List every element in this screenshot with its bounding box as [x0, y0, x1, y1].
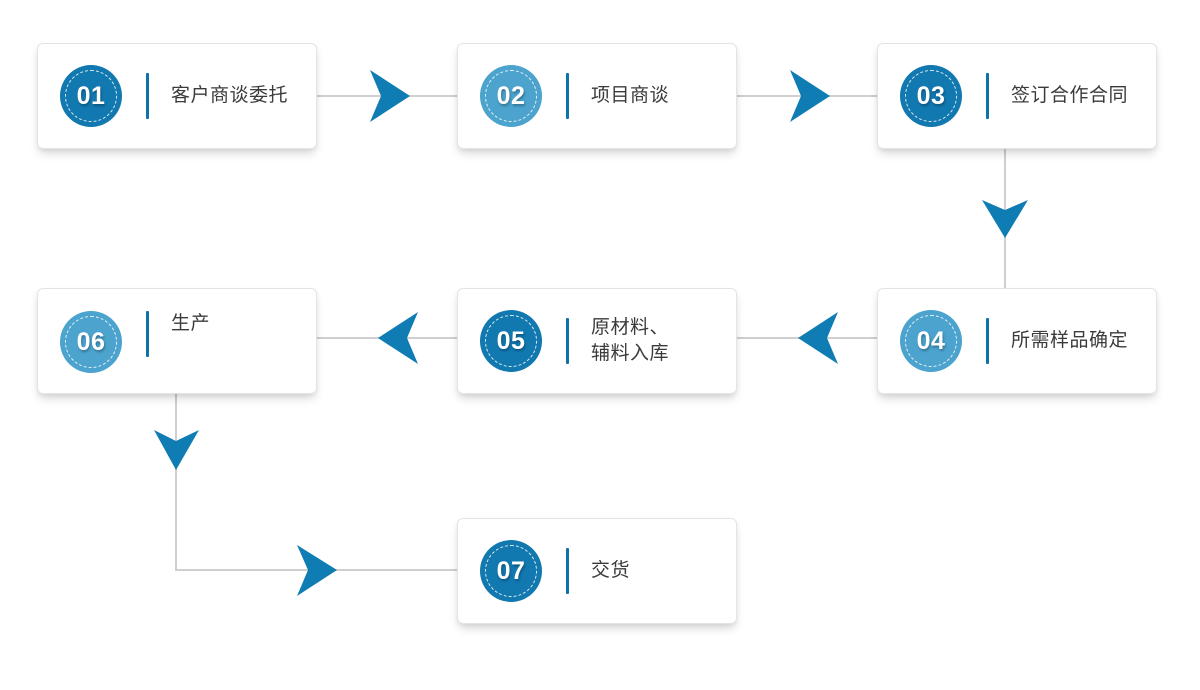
arrow-down-icon: [154, 430, 199, 470]
connector-05-to-06: [317, 312, 457, 364]
connector-06-to-07: [154, 394, 457, 596]
step-badge-07: 07: [480, 540, 542, 602]
arrow-down-icon: [982, 200, 1028, 238]
step-number: 01: [76, 81, 106, 110]
step-card-04[interactable]: 04 所需样品确定: [877, 288, 1157, 394]
step-card-07[interactable]: 07 交货: [457, 518, 737, 624]
connector-01-to-02: [317, 70, 457, 122]
step-label: 生产: [171, 313, 211, 334]
step-number: 02: [496, 81, 526, 110]
arrow-right-icon: [370, 70, 410, 122]
step-badge-04: 04: [900, 310, 962, 372]
arrow-right-icon: [297, 545, 337, 596]
step-badge-01: 01: [60, 65, 122, 127]
step-divider: [146, 73, 149, 119]
step-label: 原材料、 辅料入库: [591, 317, 670, 364]
step-label: 交货: [591, 560, 631, 581]
step-badge-03: 03: [900, 65, 962, 127]
step-divider: [566, 548, 569, 594]
step-label: 客户商谈委托: [171, 85, 289, 106]
step-card-01[interactable]: 01 客户商谈委托: [37, 43, 317, 149]
step-badge-02: 02: [480, 65, 542, 127]
step-number: 03: [916, 81, 946, 110]
step-card-06[interactable]: 06 生产: [37, 288, 317, 394]
step-divider: [566, 73, 569, 119]
step-number: 05: [496, 326, 526, 355]
arrow-left-icon: [378, 312, 418, 364]
step-label: 签订合作合同: [1011, 85, 1129, 106]
step-number: 07: [496, 556, 526, 585]
connector-04-to-05: [737, 312, 877, 364]
step-label: 所需样品确定: [1011, 330, 1129, 351]
step-label: 项目商谈: [591, 85, 670, 106]
step-badge-05: 05: [480, 310, 542, 372]
connector-02-to-03: [737, 70, 877, 122]
step-number: 04: [916, 326, 946, 355]
step-divider: [986, 73, 989, 119]
step-divider: [986, 318, 989, 364]
step-card-03[interactable]: 03 签订合作合同: [877, 43, 1157, 149]
arrow-right-icon: [790, 70, 830, 122]
step-badge-06: 06: [60, 311, 122, 373]
step-divider: [146, 311, 149, 357]
step-card-05[interactable]: 05 原材料、 辅料入库: [457, 288, 737, 394]
step-number: 06: [76, 327, 106, 356]
arrow-left-icon: [798, 312, 838, 364]
step-divider: [566, 318, 569, 364]
connector-03-to-04: [982, 149, 1028, 288]
step-card-02[interactable]: 02 项目商谈: [457, 43, 737, 149]
